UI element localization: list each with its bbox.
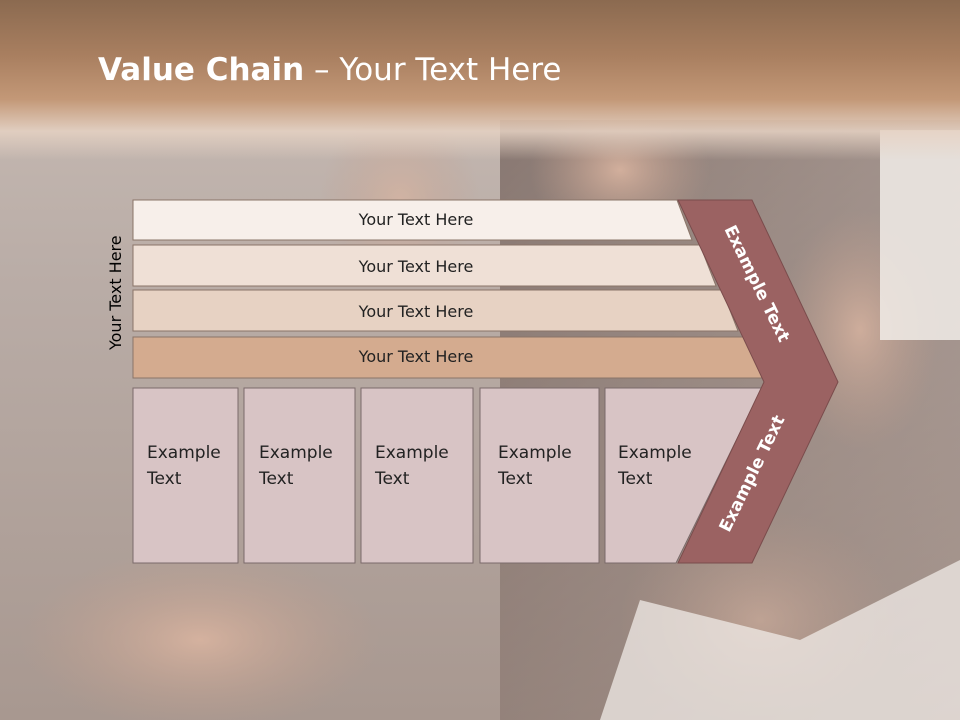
- box-4-line1: Example: [498, 443, 572, 463]
- reflection-box-2-line1: Example: [259, 665, 333, 685]
- box-2: Example Text: [243, 387, 356, 564]
- row-2-label: Your Text Here: [358, 257, 474, 276]
- row-3: Your Text Here: [132, 289, 739, 332]
- reflection-box-4-line2: Text: [497, 639, 533, 659]
- box-4-shape: [479, 387, 600, 564]
- reflection-box-3-line2: Text: [374, 639, 410, 659]
- box-3-line2: Text: [374, 469, 410, 489]
- box-1-line2: Text: [146, 469, 182, 489]
- box-1-shape: [132, 387, 239, 564]
- box-2-line1: Example: [259, 443, 333, 463]
- reflection-box-4: [479, 564, 600, 720]
- row-4-label: Your Text Here: [358, 347, 474, 366]
- reflection-box-2: [243, 564, 356, 720]
- title-bar: [0, 0, 960, 160]
- reflection-box-3: [360, 564, 474, 720]
- reflection-box-3-line1: Example: [375, 665, 449, 685]
- reflection-box-1: [132, 564, 239, 720]
- box-1-line1: Example: [147, 443, 221, 463]
- reflection-box-1-line2: Text: [146, 639, 182, 659]
- primary-boxes: Example Text Example Text Example Text E…: [132, 387, 763, 564]
- support-rows: Your Text Here Your Text Here Your Text …: [132, 199, 763, 379]
- box-5-line2: Text: [617, 469, 653, 489]
- box-4: Example Text: [479, 387, 600, 564]
- chevron-shape: [677, 199, 839, 564]
- reflection-box-4-line1: Example: [498, 665, 572, 685]
- box-3: Example Text: [360, 387, 474, 564]
- reflection-chevron: [678, 565, 826, 720]
- slide-title: Value Chain – Your Text Here: [98, 52, 561, 88]
- row-1-label: Your Text Here: [358, 210, 474, 229]
- title-bold: Value Chain: [98, 52, 305, 88]
- box-4-line2: Text: [497, 469, 533, 489]
- reflection-box-5-line1: Example: [618, 665, 692, 685]
- box-1: Example Text: [132, 387, 239, 564]
- box-5-shape: [604, 387, 763, 564]
- box-5-line1: Example: [618, 443, 692, 463]
- row-2: Your Text Here: [132, 244, 717, 287]
- reflection-box-2-line2: Text: [258, 639, 294, 659]
- title-rest: – Your Text Here: [304, 52, 562, 88]
- box-3-line1: Example: [375, 443, 449, 463]
- row-3-shape: [132, 289, 739, 332]
- diagram-reflection: Example Text Example Text Example Text E…: [132, 564, 826, 720]
- reflection-box-5-line2: Text: [617, 639, 653, 659]
- reflection-box-1-line1: Example: [147, 665, 221, 685]
- box-3-shape: [360, 387, 474, 564]
- box-5: Example Text: [604, 387, 763, 564]
- box-2-line2: Text: [258, 469, 294, 489]
- row-1-shape: [132, 199, 693, 241]
- reflection-box-5: [604, 564, 753, 720]
- box-2-shape: [243, 387, 356, 564]
- row-4: Your Text Here: [132, 336, 763, 379]
- row-1: Your Text Here: [132, 199, 693, 241]
- row-3-label: Your Text Here: [358, 302, 474, 321]
- row-2-shape: [132, 244, 717, 287]
